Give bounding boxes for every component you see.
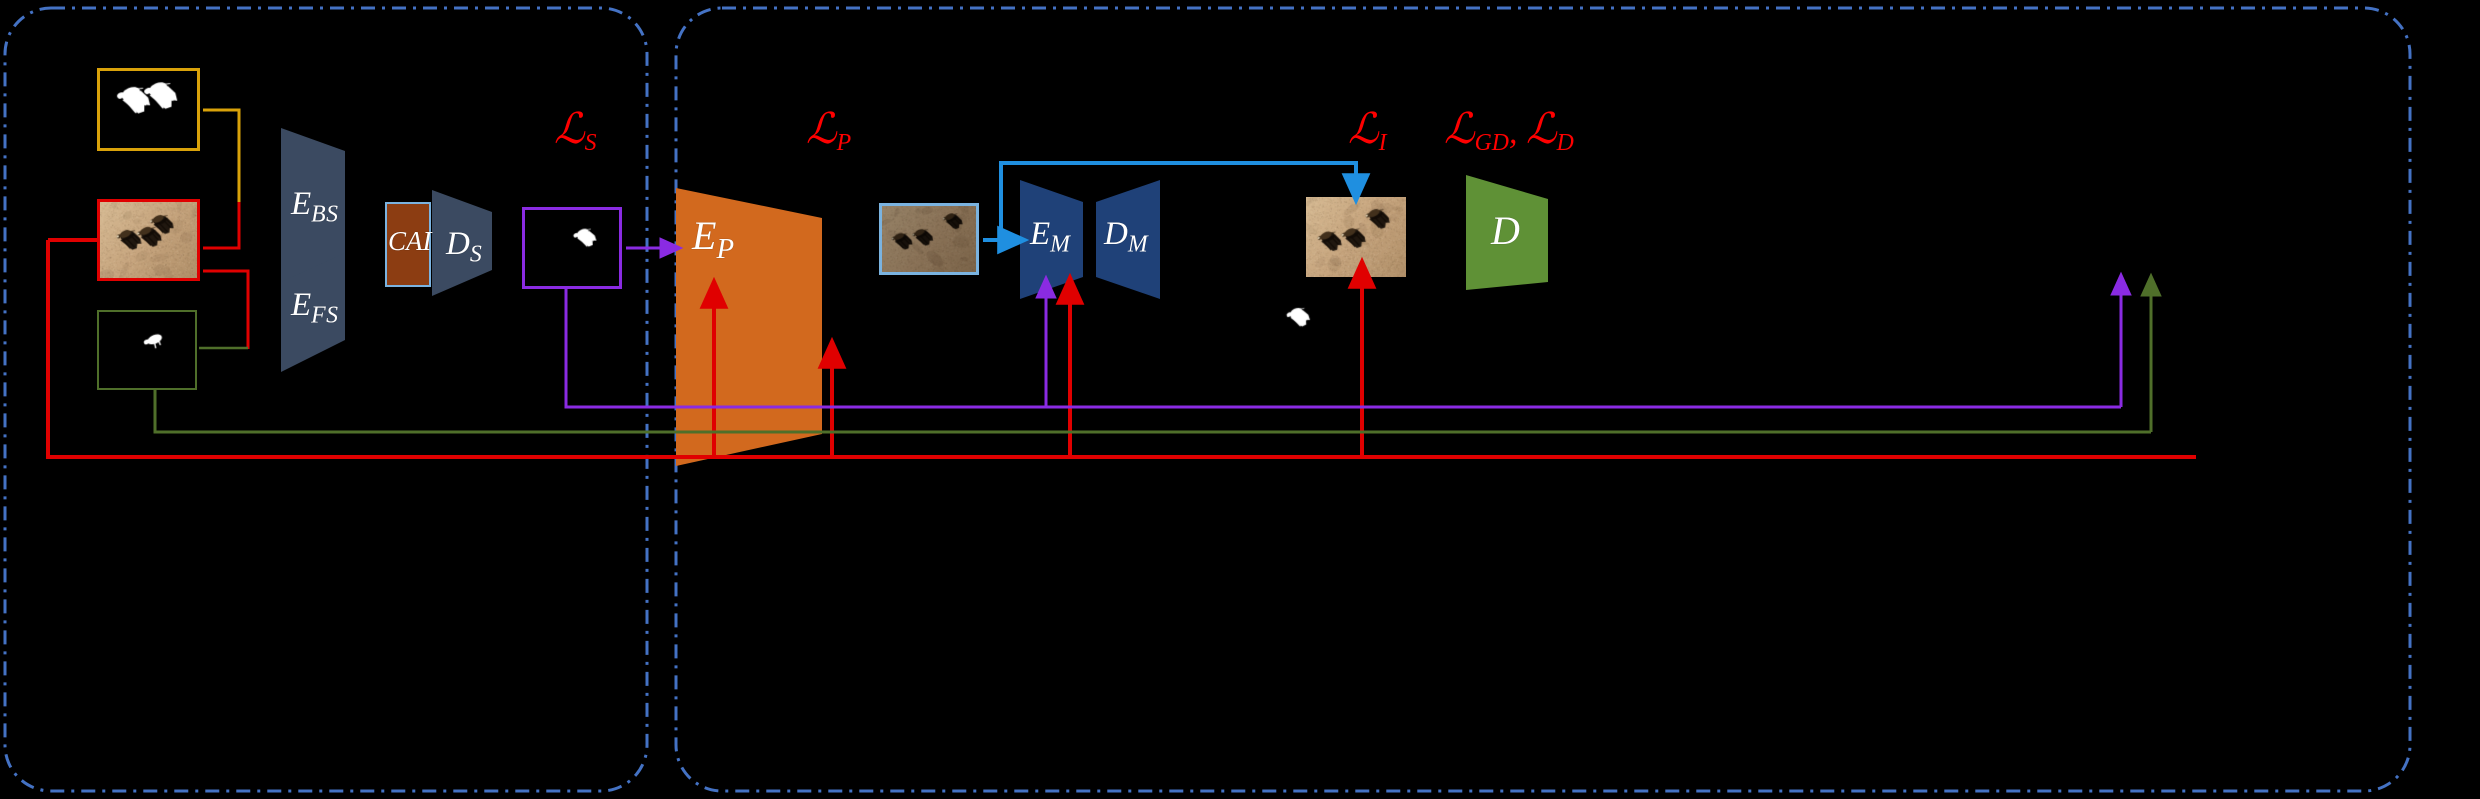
discriminator[interactable] (1466, 175, 1548, 290)
decoder-shadow[interactable] (432, 190, 492, 296)
predicted-shadow-mask (522, 207, 622, 289)
decoder-merge[interactable] (1096, 180, 1160, 299)
green-feedback-bus (153, 390, 2151, 434)
pasted-composite-image (879, 203, 979, 275)
encoder-merge[interactable] (1020, 180, 1083, 299)
gold-mask-to-ebs (203, 108, 241, 202)
encoder-paste[interactable] (676, 188, 822, 466)
shadow-branch-panel (3, 6, 649, 793)
red-input-to-efs (203, 269, 250, 349)
generated-output-image (1306, 197, 1406, 277)
ground-truth-shadow-mask (97, 68, 200, 151)
free-object-silhouette (1262, 296, 1340, 358)
encoder-bs[interactable] (281, 128, 345, 287)
blue-skip-to-output (999, 161, 1371, 240)
cai-module[interactable] (385, 202, 431, 287)
red-feedback-bus (46, 240, 2196, 459)
input-shadow-image (97, 199, 200, 281)
purple-feedback-bus (564, 289, 2121, 409)
encoder-fs[interactable] (281, 253, 345, 372)
foreground-object-mask (97, 310, 197, 390)
red-input-to-ebs (203, 202, 241, 250)
